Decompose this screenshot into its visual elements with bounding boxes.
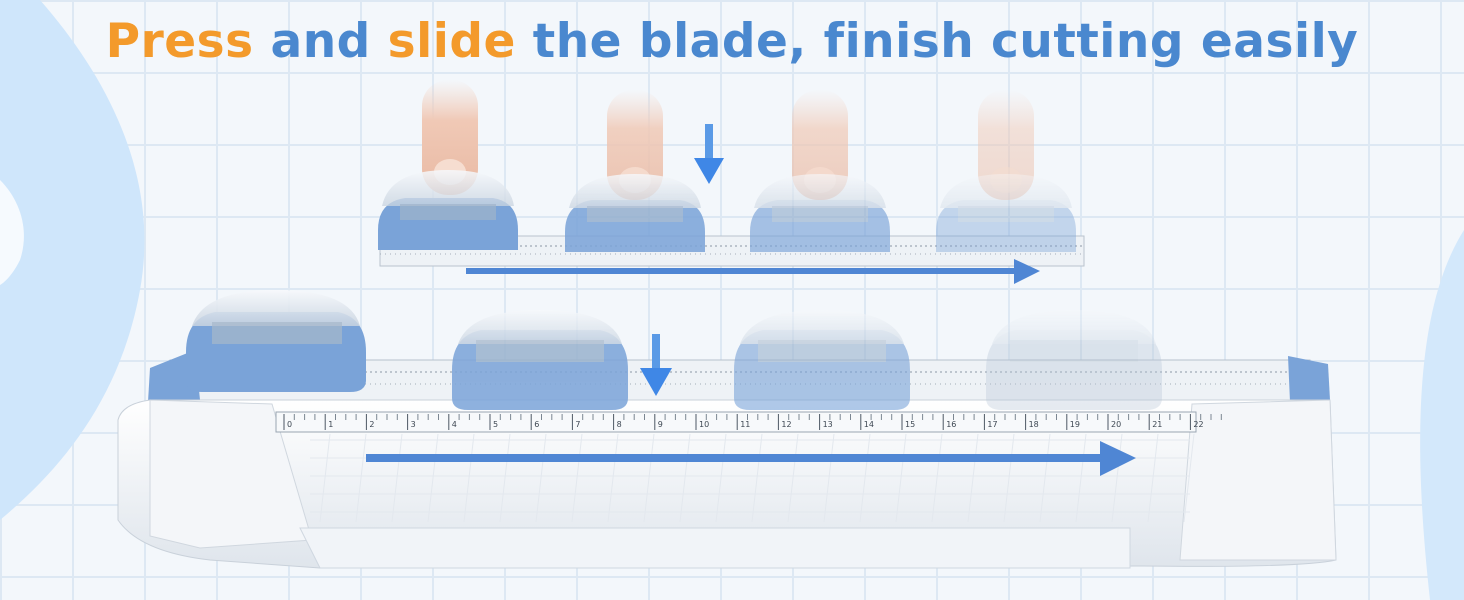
ruler-number: 14 bbox=[864, 420, 874, 429]
blade-head bbox=[186, 290, 366, 392]
mat-grid-line bbox=[643, 433, 655, 523]
mat-grid-line bbox=[1147, 433, 1159, 523]
ruler-number: 13 bbox=[823, 420, 833, 429]
mat-grid-line bbox=[751, 433, 763, 523]
ruler-number: 11 bbox=[740, 420, 750, 429]
mat-grid-line bbox=[463, 433, 475, 523]
right-arrow-icon bbox=[366, 441, 1136, 476]
ruler-number: 1 bbox=[328, 420, 333, 429]
mat-grid-line bbox=[571, 433, 583, 523]
mat-grid-line bbox=[679, 433, 691, 523]
blade-head bbox=[750, 174, 890, 252]
ruler-number: 3 bbox=[411, 420, 416, 429]
blade-head bbox=[565, 174, 705, 252]
ruler-number: 2 bbox=[369, 420, 374, 429]
ruler-number: 19 bbox=[1070, 420, 1080, 429]
mat-grid-line bbox=[1003, 433, 1015, 523]
ruler-number: 8 bbox=[617, 420, 622, 429]
down-arrow-icon bbox=[694, 124, 724, 184]
right-arrow-icon bbox=[466, 259, 1040, 284]
ruler-number: 4 bbox=[452, 420, 457, 429]
blade-head bbox=[452, 310, 628, 410]
ruler-number: 15 bbox=[905, 420, 915, 429]
mat-grid-line bbox=[931, 433, 943, 523]
mat-grid-line bbox=[895, 433, 907, 523]
ruler-strip bbox=[275, 411, 1197, 433]
finger bbox=[792, 90, 848, 200]
headline-rest: the blade, finish cutting easily bbox=[515, 14, 1359, 69]
mat-grid-line bbox=[967, 433, 979, 523]
ruler-number: 5 bbox=[493, 420, 498, 429]
mat-grid-line bbox=[823, 433, 835, 523]
mat-grid-line bbox=[1183, 433, 1195, 523]
mat-grid-line bbox=[1039, 433, 1051, 523]
ruler-number: 18 bbox=[1029, 420, 1039, 429]
finger bbox=[607, 90, 663, 200]
ruler-number: 0 bbox=[287, 420, 292, 429]
mat-grid-line bbox=[319, 433, 331, 523]
ruler-number: 17 bbox=[987, 420, 997, 429]
right-end-cap bbox=[1288, 356, 1330, 402]
down-arrow-icon bbox=[640, 334, 672, 396]
mat-grid-line bbox=[391, 433, 403, 523]
finger bbox=[978, 90, 1034, 200]
mat-grid-line bbox=[607, 433, 619, 523]
mat-grid-line bbox=[859, 433, 871, 523]
mat-grid-line bbox=[1111, 433, 1123, 523]
left-blob bbox=[0, 0, 145, 520]
ruler-number: 22 bbox=[1193, 420, 1203, 429]
ruler-number: 20 bbox=[1111, 420, 1121, 429]
headline-word-slide: slide bbox=[387, 14, 516, 69]
right-blob bbox=[1420, 230, 1464, 600]
ruler-number: 7 bbox=[575, 420, 580, 429]
headline: Press and slide the blade, finish cuttin… bbox=[0, 14, 1464, 69]
mat-grid-line bbox=[499, 433, 511, 523]
blade-head bbox=[734, 310, 910, 410]
blade-head bbox=[986, 310, 1162, 410]
ruler-number: 12 bbox=[781, 420, 791, 429]
cutter-base bbox=[117, 399, 1337, 569]
ruler-number: 9 bbox=[658, 420, 663, 429]
mat-grid-line bbox=[355, 433, 367, 523]
ruler-number: 16 bbox=[946, 420, 956, 429]
headline-word-and: and bbox=[253, 14, 388, 69]
mat-grid-line bbox=[1075, 433, 1087, 523]
top-sequence bbox=[378, 80, 1085, 284]
ruler-number: 10 bbox=[699, 420, 709, 429]
blade-head bbox=[936, 174, 1076, 252]
mat-grid-line bbox=[715, 433, 727, 523]
tray bbox=[299, 527, 1131, 569]
mat-grid-line bbox=[787, 433, 799, 523]
mat-grid-line bbox=[427, 433, 439, 523]
ruler-number: 21 bbox=[1152, 420, 1162, 429]
ruler-number: 6 bbox=[534, 420, 539, 429]
headline-word-press: Press bbox=[105, 14, 254, 69]
mat-grid-line bbox=[535, 433, 547, 523]
left-blob-highlight bbox=[0, 180, 24, 285]
blade-head bbox=[378, 170, 518, 250]
